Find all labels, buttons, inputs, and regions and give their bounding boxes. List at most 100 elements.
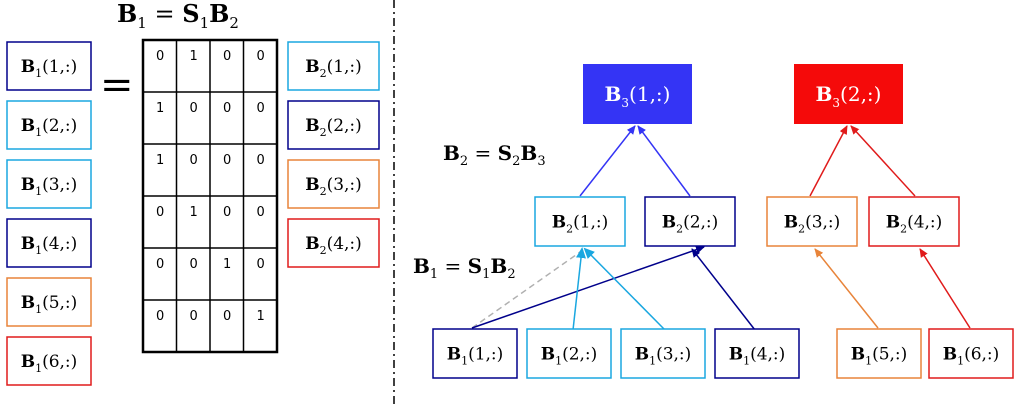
top-node-2: B3(2,:) xyxy=(794,64,903,124)
matrix-cell: 1 xyxy=(156,101,164,116)
edge-b1-4-to-b2-2 xyxy=(691,248,756,331)
mid-node-4: B2(4,:) xyxy=(868,196,960,247)
edge-b2-1-to-b3-1 xyxy=(579,125,636,197)
matrix-cell: 1 xyxy=(190,49,198,64)
matrix-cell: 0 xyxy=(190,309,198,324)
edge-b1-2-to-b2-1 xyxy=(572,247,586,331)
bottom-node-1-box xyxy=(432,328,518,379)
rhs-row-2: B2(2,:) xyxy=(287,100,380,150)
lhs-row-2-box xyxy=(6,100,92,150)
bottom-node-3-box xyxy=(620,328,706,379)
bottom-node-2-box xyxy=(526,328,612,379)
mid-node-2-box xyxy=(644,196,736,247)
mid-node-1-label: B2(1,:) xyxy=(552,213,609,236)
rhs-row-3-label: B2(3,:) xyxy=(305,175,362,198)
edge-b2-2-to-b3-1 xyxy=(637,125,691,197)
bottom-node-4-label: B1(4,:) xyxy=(729,345,786,368)
bottom-node-3-label: B1(3,:) xyxy=(635,345,692,368)
tree-edges xyxy=(471,125,971,331)
matrix-cell: 0 xyxy=(257,49,265,64)
edge-b2-4-to-b3-2 xyxy=(850,125,916,197)
lhs-row-4-label: B1(4,:) xyxy=(21,234,78,257)
lhs-row-5-box xyxy=(6,277,92,327)
matrix-cell: 0 xyxy=(190,101,198,116)
edge-b2-3-to-b3-2 xyxy=(809,125,848,197)
matrix-cell: 0 xyxy=(257,257,265,272)
mid-node-list: B2(1,:) B2(2,:) B2(3,:) B2(4,:) xyxy=(534,196,960,247)
matrix-cell: 1 xyxy=(223,257,231,272)
lhs-row-1-box xyxy=(6,41,92,91)
matrix-cell: 0 xyxy=(190,153,198,168)
rhs-row-1-box xyxy=(287,41,380,91)
left-equation: B1 = S1B2 xyxy=(117,0,239,32)
rhs-row-4: B2(4,:) xyxy=(287,218,380,268)
mid-node-1-box xyxy=(534,196,626,247)
bottom-node-3: B1(3,:) xyxy=(620,328,706,379)
mid-node-3-label: B2(3,:) xyxy=(784,213,841,236)
top-node-1-label: B3(1,:) xyxy=(605,82,671,110)
matrix-cell: 0 xyxy=(257,205,265,220)
lhs-row-2: B1(2,:) xyxy=(6,100,92,150)
lhs-row-5: B1(5,:) xyxy=(6,277,92,327)
lhs-row-3: B1(3,:) xyxy=(6,159,92,209)
lhs-row-4-box xyxy=(6,218,92,268)
bottom-node-6-box xyxy=(928,328,1014,379)
rhs-row-2-label: B2(2,:) xyxy=(305,116,362,139)
matrix-cell: 0 xyxy=(156,257,164,272)
lhs-row-6-box xyxy=(6,336,92,386)
matrix-cell: 0 xyxy=(223,49,231,64)
b1-equation: B1 = S1B2 xyxy=(413,254,516,282)
rhs-row-1-label: B2(1,:) xyxy=(305,57,362,80)
top-node-2-label: B3(2,:) xyxy=(816,82,882,110)
matrix-cell: 0 xyxy=(223,101,231,116)
bottom-node-list: B1(1,:) B1(2,:) B1(3,:) B1(4,:) B1(5,:) B1(6,… xyxy=(432,328,1014,379)
rhs-row-4-label: B2(4,:) xyxy=(305,234,362,257)
bottom-node-2: B1(2,:) xyxy=(526,328,612,379)
mid-node-2-label: B2(2,:) xyxy=(662,213,719,236)
matrix-cell: 0 xyxy=(223,205,231,220)
edge-b1-5-to-b2-3 xyxy=(814,248,879,329)
bottom-node-5-box xyxy=(836,328,922,379)
top-node-2-box xyxy=(794,64,903,124)
matrix-cell: 0 xyxy=(257,101,265,116)
b2-equation: B2 = S2B3 xyxy=(443,141,546,169)
lhs-row-1-label: B1(1,:) xyxy=(21,57,78,80)
rhs-row-2-box xyxy=(287,100,380,150)
lhs-row-5-label: B1(5,:) xyxy=(21,293,78,316)
lhs-row-3-box xyxy=(6,159,92,209)
left-panel: B1 = S1B2 B1(1,:)B1(2,:)B1(3,:)B1(4,:)B1… xyxy=(6,0,380,386)
rhs-row-1: B2(1,:) xyxy=(287,41,380,91)
bottom-node-1-label: B1(1,:) xyxy=(447,345,504,368)
lhs-row-list: B1(1,:) B1(2,:) B1(3,:) B1(4,:) B1(5,:) B1(6,… xyxy=(6,41,92,386)
matrix-cell: 0 xyxy=(190,257,198,272)
rhs-row-list: B2(1,:) B2(2,:) B2(3,:) B2(4,:) xyxy=(287,41,380,268)
bottom-node-4-box xyxy=(714,328,800,379)
matrix-cell: 1 xyxy=(190,205,198,220)
matrix-cell: 0 xyxy=(156,309,164,324)
top-node-list: B3(1,:) B3(2,:) xyxy=(583,64,903,124)
top-node-1: B3(1,:) xyxy=(583,64,692,124)
matrix-cell: 0 xyxy=(156,205,164,220)
matrix-cell: 1 xyxy=(257,309,265,324)
edge-b1-3-to-b2-1 xyxy=(583,247,666,331)
mid-node-3: B2(3,:) xyxy=(766,196,858,247)
matrix-cell: 0 xyxy=(223,309,231,324)
lhs-row-6-label: B1(6,:) xyxy=(21,352,78,375)
bottom-node-6-label: B1(6,:) xyxy=(943,345,1000,368)
bottom-node-5-label: B1(5,:) xyxy=(851,345,908,368)
mid-node-2: B2(2,:) xyxy=(644,196,736,247)
mid-node-3-box xyxy=(766,196,858,247)
matrix-cell: 0 xyxy=(257,153,265,168)
bottom-node-1: B1(1,:) xyxy=(432,328,518,379)
edge-b1-1-to-b2-1-dashed xyxy=(471,249,584,329)
right-panel: B2 = S2B3 B1 = S1B2 B3(1,:) B3(2,:) B2(1,… xyxy=(413,64,1014,379)
lhs-row-4: B1(4,:) xyxy=(6,218,92,268)
edge-b1-6-to-b2-4 xyxy=(919,248,971,329)
bottom-node-2-label: B1(2,:) xyxy=(541,345,598,368)
matrix-cell: 1 xyxy=(156,153,164,168)
bottom-node-6: B1(6,:) xyxy=(928,328,1014,379)
rhs-row-3: B2(3,:) xyxy=(287,159,380,209)
rhs-row-4-box xyxy=(287,218,380,268)
rhs-row-3-box xyxy=(287,159,380,209)
